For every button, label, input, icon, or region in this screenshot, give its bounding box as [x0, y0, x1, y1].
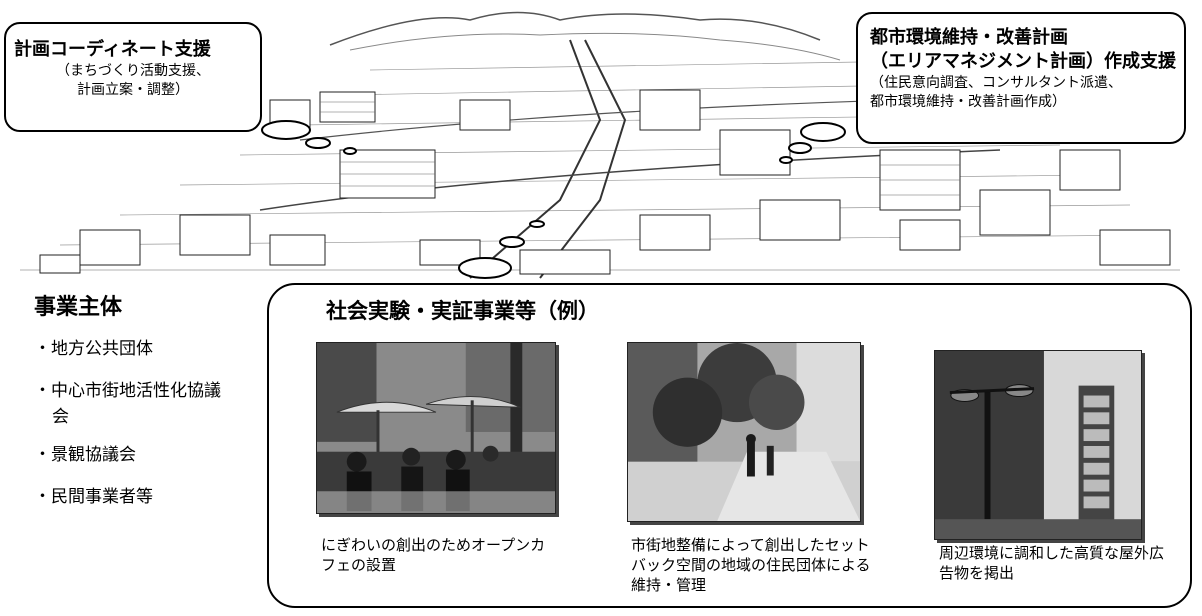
- callout-left-sub-2: 計画立案・調整）: [77, 82, 189, 98]
- callout-right-title-1: 都市環境維持・改善計画: [870, 27, 1068, 48]
- building-windows: [320, 101, 960, 196]
- callout-bubbles: [261, 120, 846, 279]
- cross-road: [259, 149, 1001, 211]
- examples-heading: 社会実験・実証事業等（例）: [326, 299, 599, 323]
- buildings: [39, 89, 1171, 275]
- main-road-edge: [539, 39, 627, 279]
- entities-heading: 事業主体: [34, 295, 123, 320]
- bubble-bottom-2: [499, 236, 525, 248]
- callout-left-sub-1: （まちづくり活動支援、: [56, 63, 210, 79]
- bubble-right-2: [788, 142, 812, 154]
- outdoor-ad-image: [935, 351, 1141, 539]
- city-sketch: [20, 11, 1180, 279]
- city-aerial-illustration: [0, 0, 1202, 285]
- open-cafe-image: [317, 343, 555, 513]
- bubble-bottom-3: [529, 220, 545, 228]
- callout-right-sub-1: （住民意向調査、コンサルタント派遣、: [870, 75, 1122, 91]
- bubble-left-2: [305, 137, 331, 149]
- entity-item: ・景観協議会: [34, 445, 136, 465]
- open-cafe-photo: [316, 342, 556, 514]
- setback-space-photo: [627, 342, 861, 522]
- bubble-right-3: [779, 156, 793, 164]
- mountain-ridge: [329, 11, 821, 46]
- setback-space-image: [628, 343, 860, 521]
- entity-item: ・地方公共団体: [34, 339, 153, 359]
- cross-road-2: [299, 99, 901, 141]
- entity-item: ・中心市街地活性化協議会: [34, 381, 221, 427]
- entity-item: ・民間事業者等: [34, 487, 153, 507]
- callout-right-sub-2: 都市環境維持・改善計画作成）: [870, 94, 1066, 110]
- caption-outdoor-ad: 周辺環境に調和した高質な屋外広告物を掲出: [939, 544, 1165, 582]
- bubble-bottom-1: [458, 257, 512, 279]
- callout-right-title-2: （エリアマネジメント計画）作成支援: [870, 51, 1176, 72]
- callout-left-title: 計画コーディネート支援: [14, 39, 211, 60]
- mountain-ridge-2: [349, 32, 841, 61]
- bubble-right-1: [800, 122, 846, 142]
- bubble-left-1: [261, 120, 311, 140]
- caption-setback-space: 市街地整備によって創出したセットバック空間の地域の住民団体による維持・管理: [631, 536, 871, 594]
- main-road: [469, 39, 602, 279]
- operating-entities: 事業主体 ・地方公共団体 ・中心市街地活性化協議会 ・景観協議会 ・民間事業者等: [34, 290, 274, 526]
- outdoor-ad-photo: [934, 350, 1142, 540]
- bubble-left-3: [343, 147, 357, 155]
- callout-area-management: 都市環境維持・改善計画 （エリアマネジメント計画）作成支援 （住民意向調査、コン…: [856, 12, 1186, 144]
- caption-open-cafe: にぎわいの創出のためオープンカフェの設置: [321, 536, 546, 574]
- examples-frame: 社会実験・実証事業等（例）: [267, 283, 1192, 608]
- callout-plan-coordination: 計画コーディネート支援 （まちづくり活動支援、 計画立案・調整）: [4, 22, 262, 132]
